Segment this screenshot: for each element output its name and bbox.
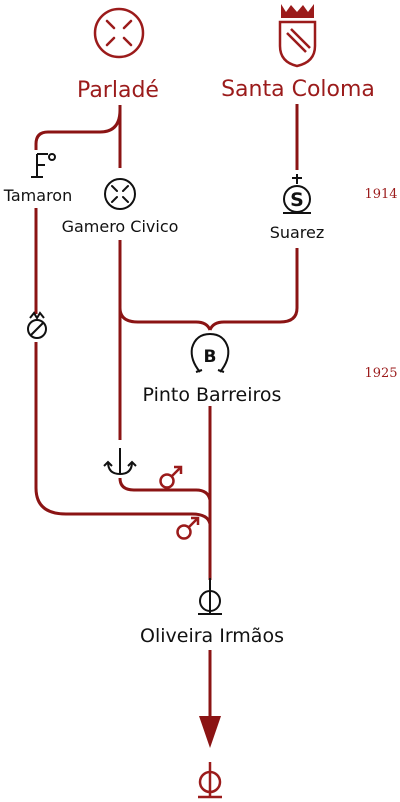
male-symbol-icon — [159, 465, 183, 489]
line-gamero-merge — [118, 240, 212, 331]
gamero-label: Gamero Civico — [62, 217, 179, 236]
santa-coloma-icon — [278, 4, 317, 68]
pinto-label: Pinto Barreiros — [143, 384, 282, 406]
pinto-icon: B — [190, 332, 230, 373]
result-icon — [198, 762, 222, 799]
svg-text:B: B — [204, 347, 217, 367]
gamero-icon — [104, 178, 136, 210]
svg-text:S: S — [290, 189, 304, 211]
suarez-icon: S — [283, 174, 311, 214]
male-symbol-icon — [176, 516, 200, 540]
year-label: 1925 — [364, 366, 397, 381]
tamaron-icon — [31, 153, 56, 178]
line-anchor-join — [118, 477, 212, 501]
lineage-lines — [34, 104, 299, 748]
oliveira-icon — [198, 578, 222, 615]
line-suarez-merge — [208, 248, 299, 331]
line-branch-down — [34, 342, 212, 525]
santa-coloma-label: Santa Coloma — [221, 77, 375, 102]
line-parlade-tamaron — [34, 109, 122, 150]
arrow-head — [199, 716, 221, 748]
oliveira-label: Oliveira Irmãos — [140, 625, 284, 647]
branch-icon — [27, 311, 47, 339]
anchor-icon — [103, 448, 137, 476]
parlade-icon — [93, 7, 145, 59]
year-label: 1914 — [364, 187, 397, 202]
tamaron-label: Tamaron — [3, 186, 72, 205]
parlade-label: Parladé — [77, 78, 159, 103]
suarez-label: Suarez — [270, 223, 325, 242]
